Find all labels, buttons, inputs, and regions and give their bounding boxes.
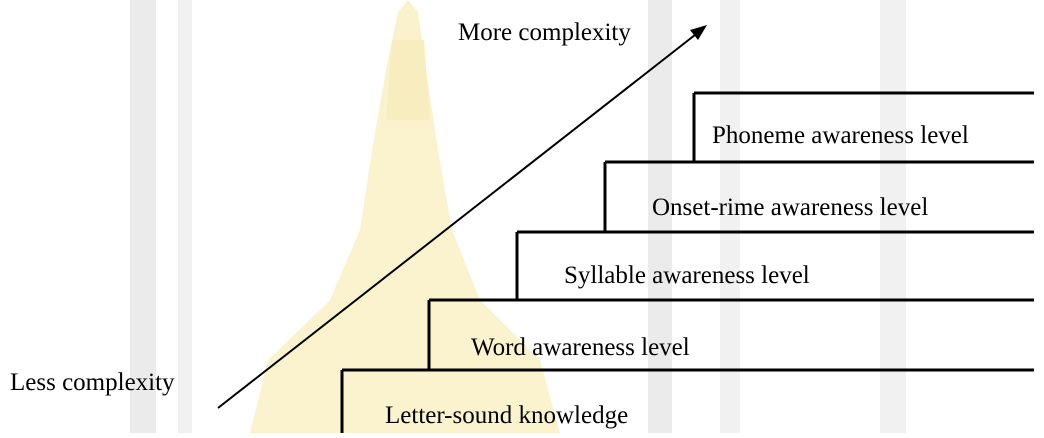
watermark-bar-left-2 [178,0,192,433]
watermark-bar-left [130,0,156,433]
watermark-spire [250,0,560,433]
complexity-arrow-head [690,25,707,40]
step-label-letter-sound: Letter-sound knowledge [385,402,629,429]
step-label-onset-rime: Onset-rime awareness level [652,194,929,221]
watermark-spire-shade [386,40,430,120]
less-complexity-label: Less complexity [10,369,175,396]
staircase [340,91,1034,433]
complexity-arrow [217,25,707,409]
step-label-phoneme: Phoneme awareness level [712,122,969,149]
watermark-bar-right [648,0,672,433]
step-label-word: Word awareness level [471,334,690,361]
watermark-bar-right-2 [720,0,740,433]
watermark-bar-far-right [880,0,906,433]
watermark-emblem [130,0,906,433]
complexity-arrow-shaft [217,30,701,409]
more-complexity-label: More complexity [458,19,631,46]
step-label-syllable: Syllable awareness level [564,262,810,289]
